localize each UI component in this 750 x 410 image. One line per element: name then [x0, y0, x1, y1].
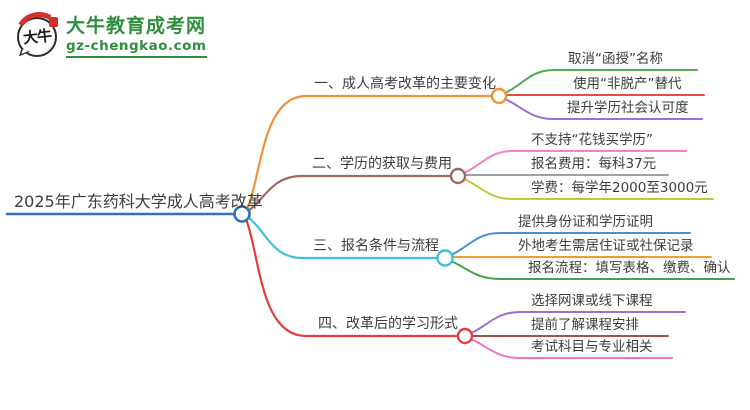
- connector-branch-2: [246, 174, 452, 213]
- node-branch-3: [436, 249, 454, 267]
- branch-4-leaf-2-label: 提前了解课程安排: [531, 317, 639, 333]
- node-branch-2: [449, 167, 467, 185]
- site-name: 大牛教育成考网: [66, 15, 207, 37]
- logo-badge-seal-icon: [49, 16, 58, 27]
- logo-badge-icon: 大牛: [9, 6, 69, 65]
- site-logo: 大牛 大牛教育成考网 gz-chengkao.com: [9, 6, 207, 65]
- branch-3-leaf-1-label: 提供身份证和学历证明: [518, 214, 653, 230]
- branch-2-leaf-2-label: 报名费用：每科37元: [531, 156, 657, 172]
- branch-1-leaf-1-label: 取消“函授”名称: [568, 51, 663, 67]
- branch-3-leaf-3-label: 报名流程：填写表格、缴费、确认: [528, 260, 731, 276]
- mindmap-root-label: 2025年广东药科大学成人高考改革: [14, 192, 263, 211]
- branch-2-leaf-1-label: 不支持“花钱买学历”: [531, 132, 653, 148]
- branch-4-title: 四、改革后的学习形式: [318, 316, 458, 332]
- branch-3-title: 三、报名条件与流程: [313, 238, 439, 254]
- site-domain: gz-chengkao.com: [66, 38, 207, 58]
- branch-4-leaf-1-label: 选择网课或线下课程: [531, 293, 653, 309]
- logo-badge-circle: 大牛: [17, 16, 57, 57]
- branch-1-leaf-2-label: 使用“非脱产”替代: [573, 76, 682, 92]
- branch-1-title: 一、成人高考改革的主要变化: [314, 76, 496, 92]
- branch-2-title: 二、学历的获取与费用: [312, 156, 452, 172]
- branch-3-leaf-2-label: 外地考生需居住证或社保记录: [518, 238, 694, 254]
- connector-branch-1: [245, 94, 493, 211]
- node-branch-4: [456, 327, 474, 345]
- branch-2-leaf-3-label: 学费：每学年2000至3000元: [531, 180, 708, 196]
- branch-1-leaf-3-label: 提升学历社会认可度: [567, 100, 689, 116]
- branch-4-leaf-3-label: 考试科目与专业相关: [531, 339, 653, 355]
